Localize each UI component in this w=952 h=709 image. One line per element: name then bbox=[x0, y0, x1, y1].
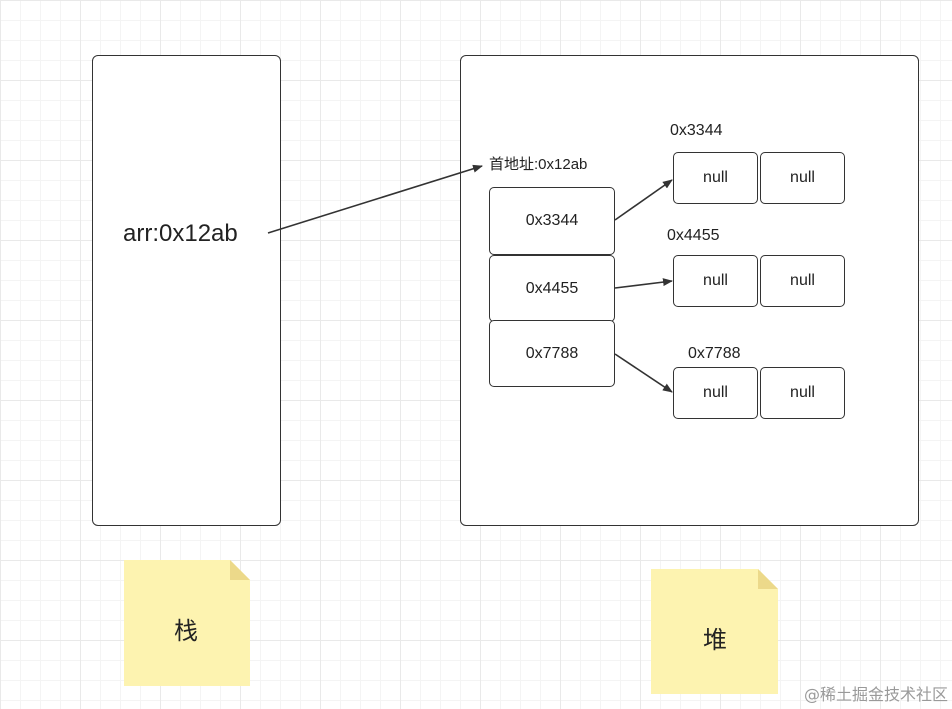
stack-note-label: 栈 bbox=[174, 617, 198, 645]
stack-note bbox=[124, 560, 250, 686]
inner-cell-2-0: null bbox=[673, 367, 758, 419]
inner-cell-2-1: null bbox=[760, 367, 845, 419]
inner-array-address-2: 0x7788 bbox=[688, 345, 741, 362]
inner-cell-0-0: null bbox=[673, 152, 758, 204]
heap-note-label: 堆 bbox=[703, 626, 727, 654]
outer-array-cell-2: 0x7788 bbox=[489, 320, 615, 387]
arrow-0x7788 bbox=[614, 353, 673, 393]
base-address-label: 首地址:0x12ab bbox=[489, 156, 588, 173]
inner-array-address-1: 0x4455 bbox=[667, 227, 720, 244]
heap-note bbox=[651, 569, 778, 694]
inner-array-address-0: 0x3344 bbox=[670, 122, 723, 139]
outer-array-cell-0: 0x3344 bbox=[489, 187, 615, 255]
arrow-stack-to-heap bbox=[267, 164, 483, 234]
inner-cell-0-1: null bbox=[760, 152, 845, 204]
inner-cell-1-1: null bbox=[760, 255, 845, 307]
arrow-0x3344 bbox=[614, 179, 673, 221]
stack-panel bbox=[92, 55, 281, 526]
stack-variable: arr:0x12ab bbox=[123, 220, 238, 247]
inner-cell-1-0: null bbox=[673, 255, 758, 307]
watermark: @稀土掘金技术社区 bbox=[803, 685, 948, 704]
arrow-0x4455 bbox=[614, 278, 673, 289]
